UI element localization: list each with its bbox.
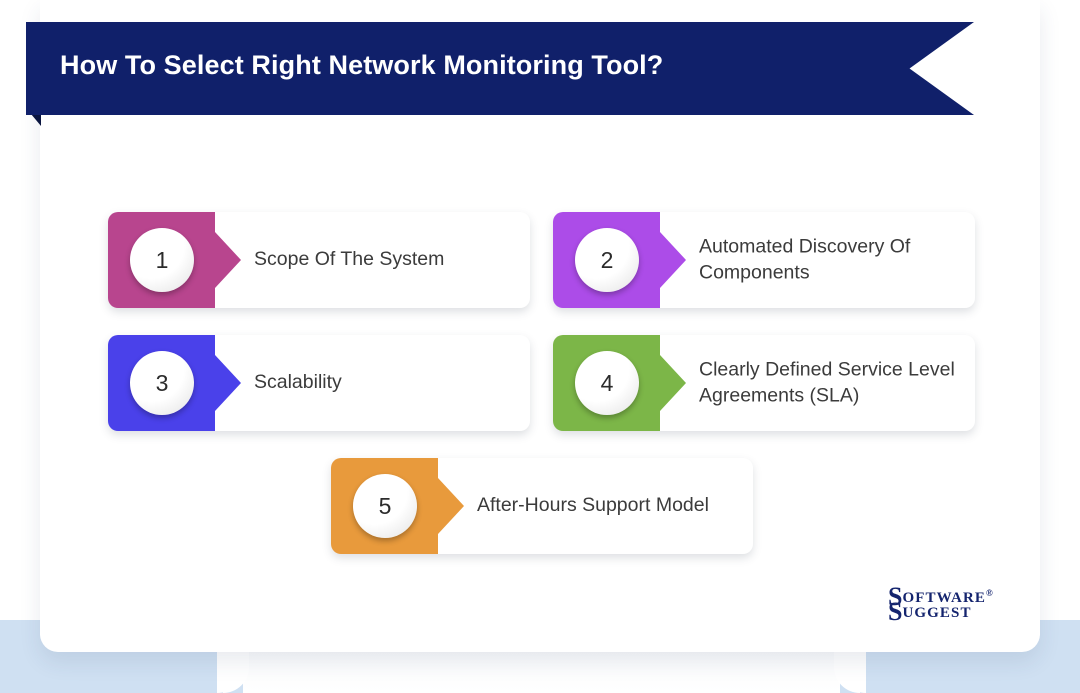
step-card-4[interactable]: 4 Clearly Defined Service Level Agreemen… xyxy=(553,335,975,431)
step-arrow-4 xyxy=(660,355,686,411)
logo-line-2: SUGGEST xyxy=(888,599,972,625)
logo-text-suggest: UGGEST xyxy=(902,605,972,621)
step-circle-4: 4 xyxy=(575,351,639,415)
step-number-5: 5 xyxy=(378,492,392,519)
step-label-3: Scalability xyxy=(254,371,342,394)
step-card-5[interactable]: 5 After-Hours Support Model xyxy=(331,458,753,554)
step-arrow-1 xyxy=(215,232,241,288)
logo-cap-s1: S xyxy=(888,582,903,611)
step-arrow-2 xyxy=(660,232,686,288)
step-label-4: Clearly Defined Service Level Agreements… xyxy=(699,358,955,406)
registered-mark-icon: ® xyxy=(986,588,993,598)
step-label-5: After-Hours Support Model xyxy=(477,494,709,517)
step-card-1[interactable]: 1 Scope Of The System xyxy=(108,212,530,308)
step-label-1: Scope Of The System xyxy=(254,248,445,271)
step-circle-5: 5 xyxy=(353,474,417,538)
step-circle-1: 1 xyxy=(130,228,194,292)
step-number-4: 4 xyxy=(600,369,614,396)
step-number-2: 2 xyxy=(600,246,614,273)
step-card-2[interactable]: 2 Automated Discovery Of Components xyxy=(553,212,975,308)
step-card-3[interactable]: 3 Scalability xyxy=(108,335,530,431)
logo-line-1: SOFTWARE® xyxy=(888,584,993,610)
step-label-2: Automated Discovery Of Components xyxy=(699,235,911,283)
page-title: How To Select Right Network Monitoring T… xyxy=(60,50,664,80)
logo-text-software: OFTWARE xyxy=(902,590,987,606)
step-circle-3: 3 xyxy=(130,351,194,415)
step-arrow-5 xyxy=(438,478,464,534)
logo-cap-s2: S xyxy=(888,597,903,626)
step-number-1: 1 xyxy=(155,246,169,273)
step-number-3: 3 xyxy=(155,369,169,396)
step-arrow-3 xyxy=(215,355,241,411)
header-ribbon xyxy=(26,22,974,115)
softwaresuggest-logo: SOFTWARE® SUGGEST xyxy=(888,584,1028,636)
step-circle-2: 2 xyxy=(575,228,639,292)
